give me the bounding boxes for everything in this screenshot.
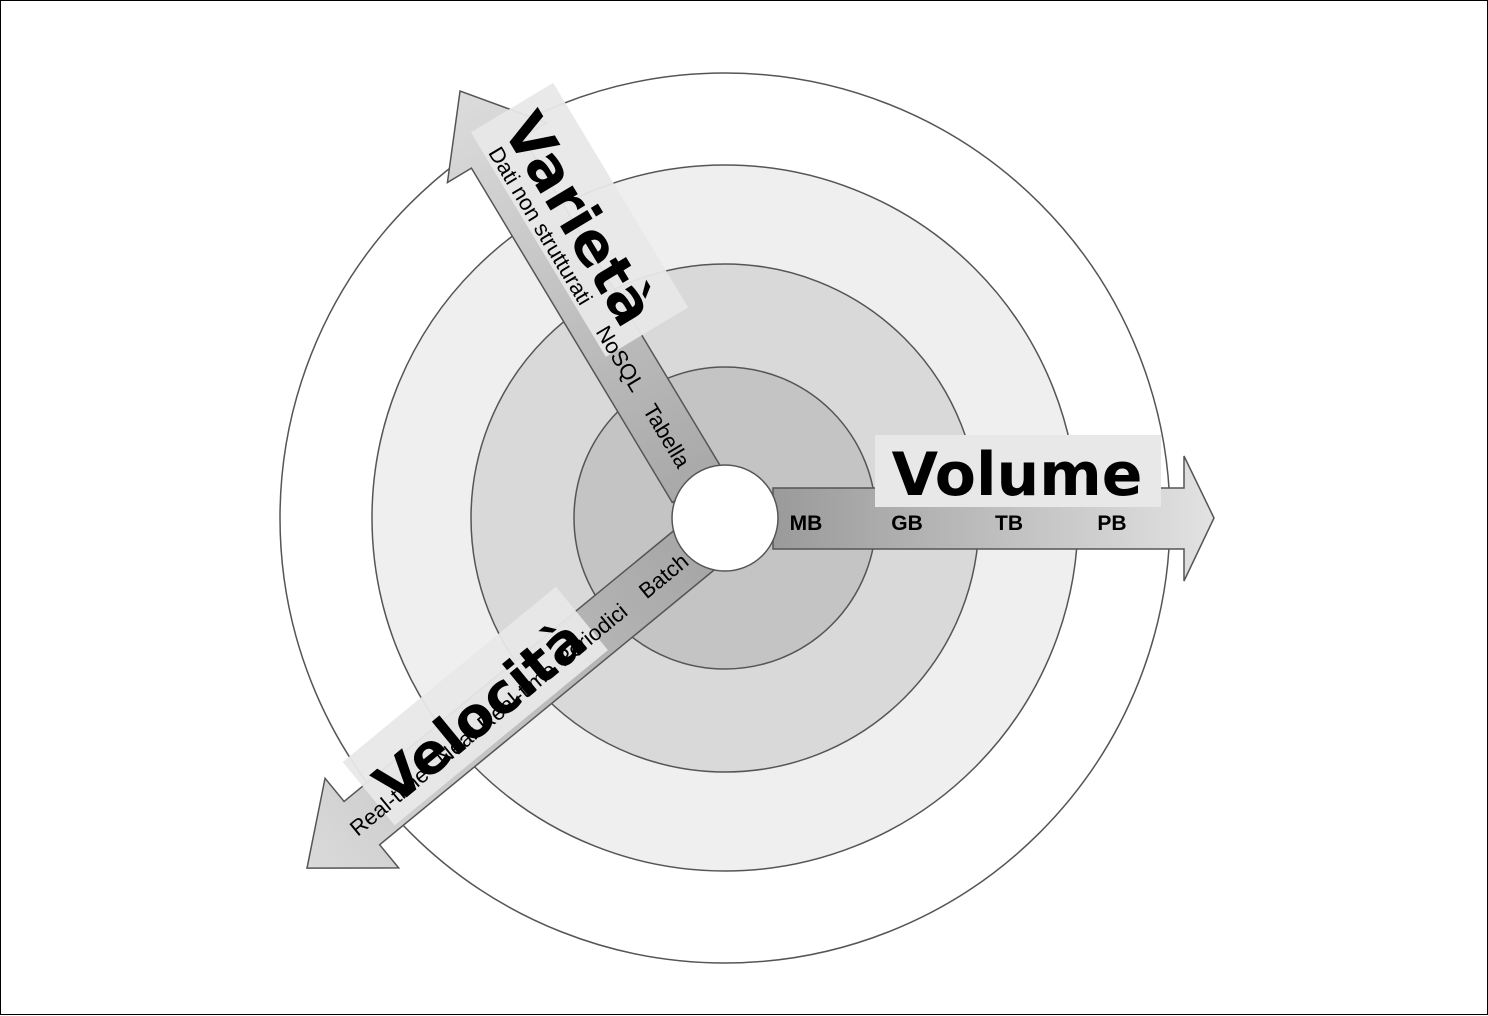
- volume-title: Volume: [892, 440, 1143, 510]
- volume-title-box: [875, 435, 1161, 507]
- volume-label-pb: PB: [1097, 512, 1126, 535]
- volume-label-mb: MB: [790, 512, 823, 535]
- volume-arrow: [772, 455, 1215, 582]
- volume-label-gb: GB: [891, 512, 923, 535]
- varieta-title-box: [470, 82, 689, 357]
- velocita-title-box: [342, 586, 608, 826]
- volume-label-tb: TB: [995, 512, 1023, 535]
- ring-inner: [671, 464, 779, 572]
